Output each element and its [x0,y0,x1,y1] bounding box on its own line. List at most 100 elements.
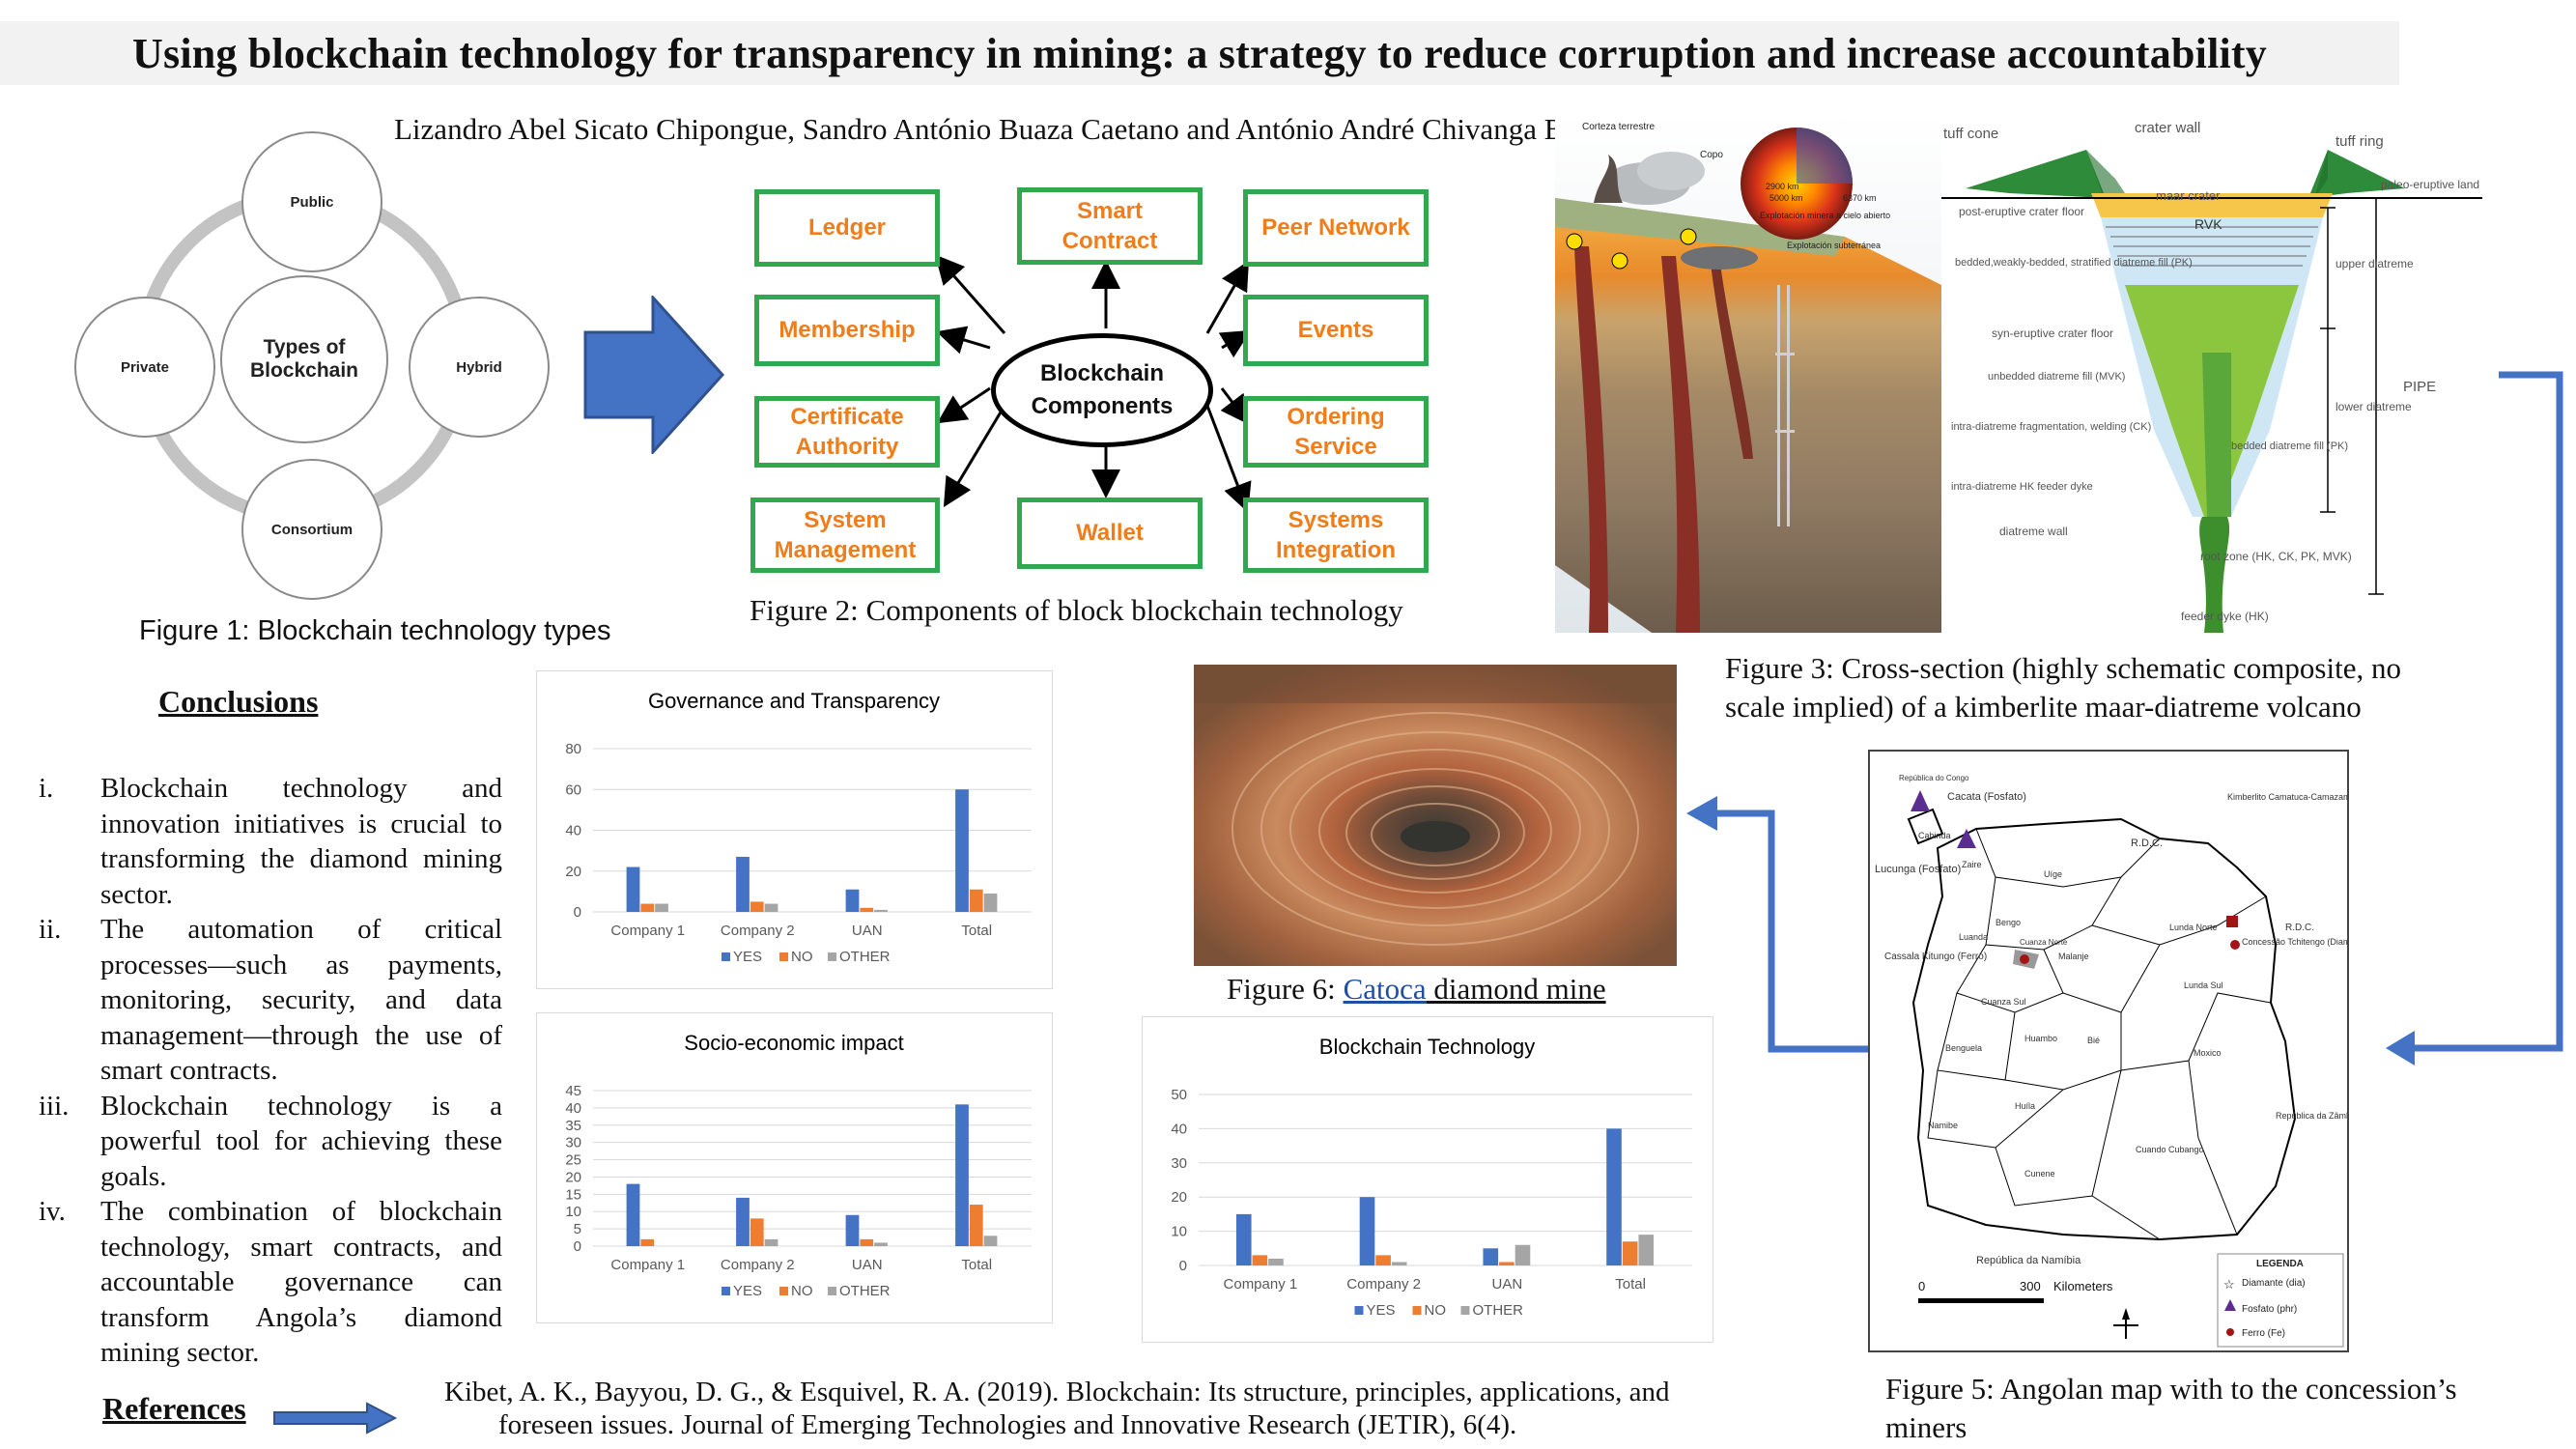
legend-label: NO [791,949,813,965]
figure3-caption: Figure 3: Cross-section (highly schemati… [1725,649,2401,726]
bar-yes [626,1183,640,1246]
figure5-caption-line1: Figure 5: Angolan map with to the conces… [1885,1372,2457,1406]
legend-ferro: Ferro (Fe) [2242,1328,2285,1339]
bar-other [764,1238,778,1246]
box-membership: Membership [754,295,940,366]
conclusion-text-1: Blockchain technology and innovation ini… [100,773,502,910]
box-events-label: Events [1297,317,1374,344]
figure1-center-line1: Types of [263,336,346,358]
bar-no [640,1238,655,1246]
box-certificate-authority-line2: Authority [795,434,899,460]
geo-tuff-cone: tuff cone [1943,126,1998,142]
box-certificate-authority-line1: Certificate [790,403,904,430]
figure1-node-private: Private [74,297,215,438]
y-tick-label: 40 [565,823,581,839]
conclusion-item-3: iii.Blockchain technology is a powerful … [39,1089,502,1195]
geo-intra-hk: intra-diatreme HK feeder dyke [1951,481,2093,493]
conclusion-item-1: i.Blockchain technology and innovation i… [39,771,502,912]
map-label-benguela: Benguela [1945,1043,1982,1053]
bar-yes [736,856,750,912]
legend-swatch [828,1287,836,1295]
bar-other [1391,1262,1407,1265]
figure6-caption: Figure 6: Catoca diamond mine [1227,972,1606,1007]
legend-swatch [779,1287,788,1295]
box-systems-integration-line1: Systems [1288,506,1384,533]
bar-yes [845,889,860,912]
figure1-node-consortium-label: Consortium [270,521,354,538]
box-wallet: Wallet [1017,497,1203,569]
conclusions-list: i.Blockchain technology and innovation i… [39,771,502,1371]
angola-map-svg: Cacata (Fosfato) Kimberlito Camatuca-Cam… [1875,774,2406,1348]
box-events: Events [1243,295,1429,366]
conclusion-text-4: The combination of blockchain technology… [100,1196,502,1368]
map-label-malanje: Malanje [2058,952,2089,961]
figure1-node-public-label: Public [290,193,334,211]
compass-icon [2113,1308,2138,1339]
x-tick-label: Company 2 [721,923,795,939]
geo-label-d3: 6370 km [1843,193,1877,203]
conclusion-num-4: iv. [39,1196,66,1227]
bar-other [1268,1258,1284,1265]
box-ordering-service-line2: Service [1294,434,1377,460]
geo-unbedded: unbedded diatreme fill (MVK) [1988,371,2125,383]
conclusions-heading: Conclusions [158,684,319,719]
figure1-caption: Figure 1: Blockchain technology types [139,612,610,647]
catoca-link[interactable]: Catoca [1343,972,1427,1006]
map-label-luanda: Luanda [1959,932,1988,942]
figure5-caption-line2: miners [1885,1410,1967,1444]
map-label-cuanza-sul: Cuanza Sul [1981,997,2026,1007]
references-arrow-icon [273,1402,398,1435]
figure1-node-public: Public [241,131,382,272]
y-tick-label: 10 [1171,1224,1187,1240]
figure5-map: Cacata (Fosfato) Kimberlito Camatuca-Cam… [1868,750,2406,1352]
box-wallet-label: Wallet [1076,520,1144,547]
x-tick-label: UAN [852,923,883,939]
legend-label: YES [1367,1302,1396,1319]
geo-bedded: bedded,weakly-bedded, stratified diatrem… [1955,257,2193,269]
box-membership-label: Membership [778,317,916,344]
chart-title: Governance and Transparency [648,689,940,713]
map-scale-300: 300 [2020,1279,2041,1293]
geo-lower: lower diatreme [2335,400,2412,413]
map-label-rdc1: R.D.C. [2131,838,2163,849]
conclusion-num-2: ii. [39,914,62,945]
center-line1: Blockchain [1039,360,1165,387]
x-tick-label: Company 1 [1224,1276,1298,1293]
bar-yes [1359,1197,1375,1265]
legend-title: LEGENDA [2256,1259,2304,1269]
legend-label: NO [791,1283,813,1299]
legend-swatch [1412,1306,1422,1315]
bar-no [750,1218,764,1246]
figure1-node-hybrid-label: Hybrid [456,358,502,376]
y-tick-label: 50 [1171,1087,1187,1103]
y-tick-label: 30 [1171,1155,1187,1172]
y-tick-label: 0 [574,1238,581,1255]
x-tick-label: UAN [852,1257,883,1273]
y-tick-label: 5 [574,1221,581,1237]
map-label-lucunga: Lucunga (Fosfato) [1875,864,1961,875]
map-scale-unit: Kilometers [2053,1279,2113,1293]
legend-fosfato: Fosfato (phr) [2242,1304,2297,1315]
box-smart-contract-line2: Contract [1062,228,1158,254]
reference-entry: Kibet, A. K., Bayyou, D. G., & Esquivel,… [444,1376,1670,1441]
box-ordering-service-line1: Ordering [1287,403,1385,430]
conclusion-item-2: ii.The automation of critical processes—… [39,912,502,1089]
geo-bedded-fill: bedded diatreme fill (PK) [2231,440,2348,452]
geo-intra-frag: intra-diatreme fragmentation, welding (C… [1951,421,2151,433]
map-label-uige: Uíge [2044,869,2062,879]
figure1-node-hybrid: Hybrid [409,297,550,438]
box-system-management-line2: Management [774,537,917,563]
bar-other [1514,1244,1531,1265]
box-smart-contract-line1: Smart [1076,197,1143,224]
chart-blockchain-technology: Blockchain Technology01020304050Company … [1171,1035,1692,1319]
bar-yes [736,1197,750,1246]
figure6-catoca-mine-photo [1194,665,1677,966]
geo-label-underground: Explotación subterránea [1787,241,1881,250]
y-tick-label: 45 [565,1083,581,1099]
authors: Lizandro Abel Sicato Chipongue, Sandro A… [394,112,1625,146]
